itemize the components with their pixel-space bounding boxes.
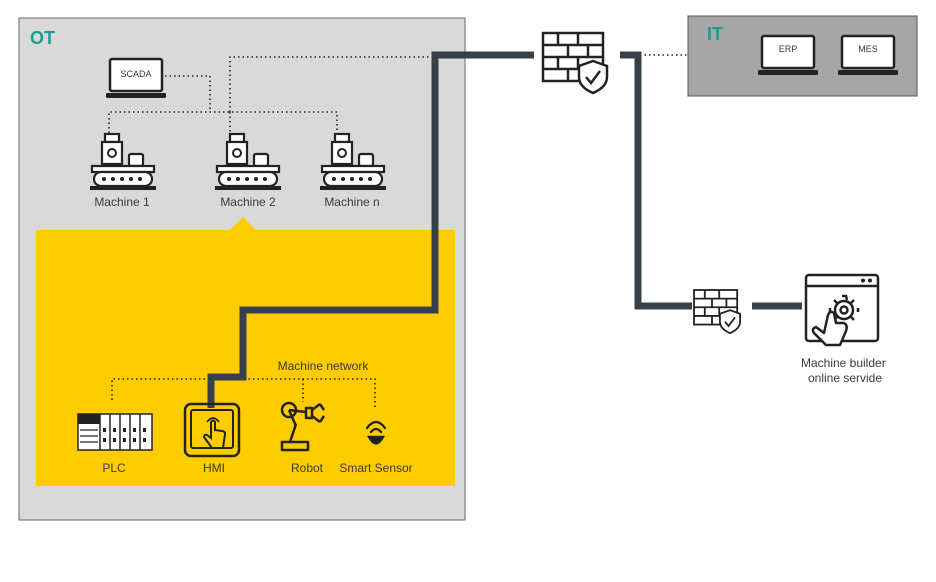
machine-network-label: Machine network [278,359,370,373]
mes-label: MES [858,44,878,54]
hmi-icon [183,402,241,458]
network-cable [207,51,802,408]
smart-sensor-label: Smart Sensor [339,461,412,475]
it-title: IT [707,24,723,44]
machine-network-notch [230,217,256,230]
machine-network-dotted-links [111,378,376,410]
hmi-label: HMI [203,461,225,475]
robot-label: Robot [291,461,324,475]
machine-label: Machine 2 [220,195,276,209]
plc-label: PLC [102,461,126,475]
online-service-icon [804,273,880,347]
plc-icon [77,413,153,451]
machine-label: Machine n [324,195,379,209]
ot-title: OT [30,28,55,48]
online-service-line2: online servide [808,371,882,385]
laptop-icon [836,34,900,77]
firewall-icon [693,289,741,335]
robot-icon [280,401,326,452]
smart-sensor-icon [365,420,387,445]
firewall-icon [541,31,609,95]
online-service-label: Machine builder online servide [801,356,889,385]
scada-label: SCADA [120,69,151,79]
machine-label: Machine 1 [94,195,150,209]
laptop-icon [756,34,820,77]
erp-label: ERP [779,44,798,54]
online-service-line1: Machine builder [801,356,886,370]
scada-dotted-links [108,54,688,133]
